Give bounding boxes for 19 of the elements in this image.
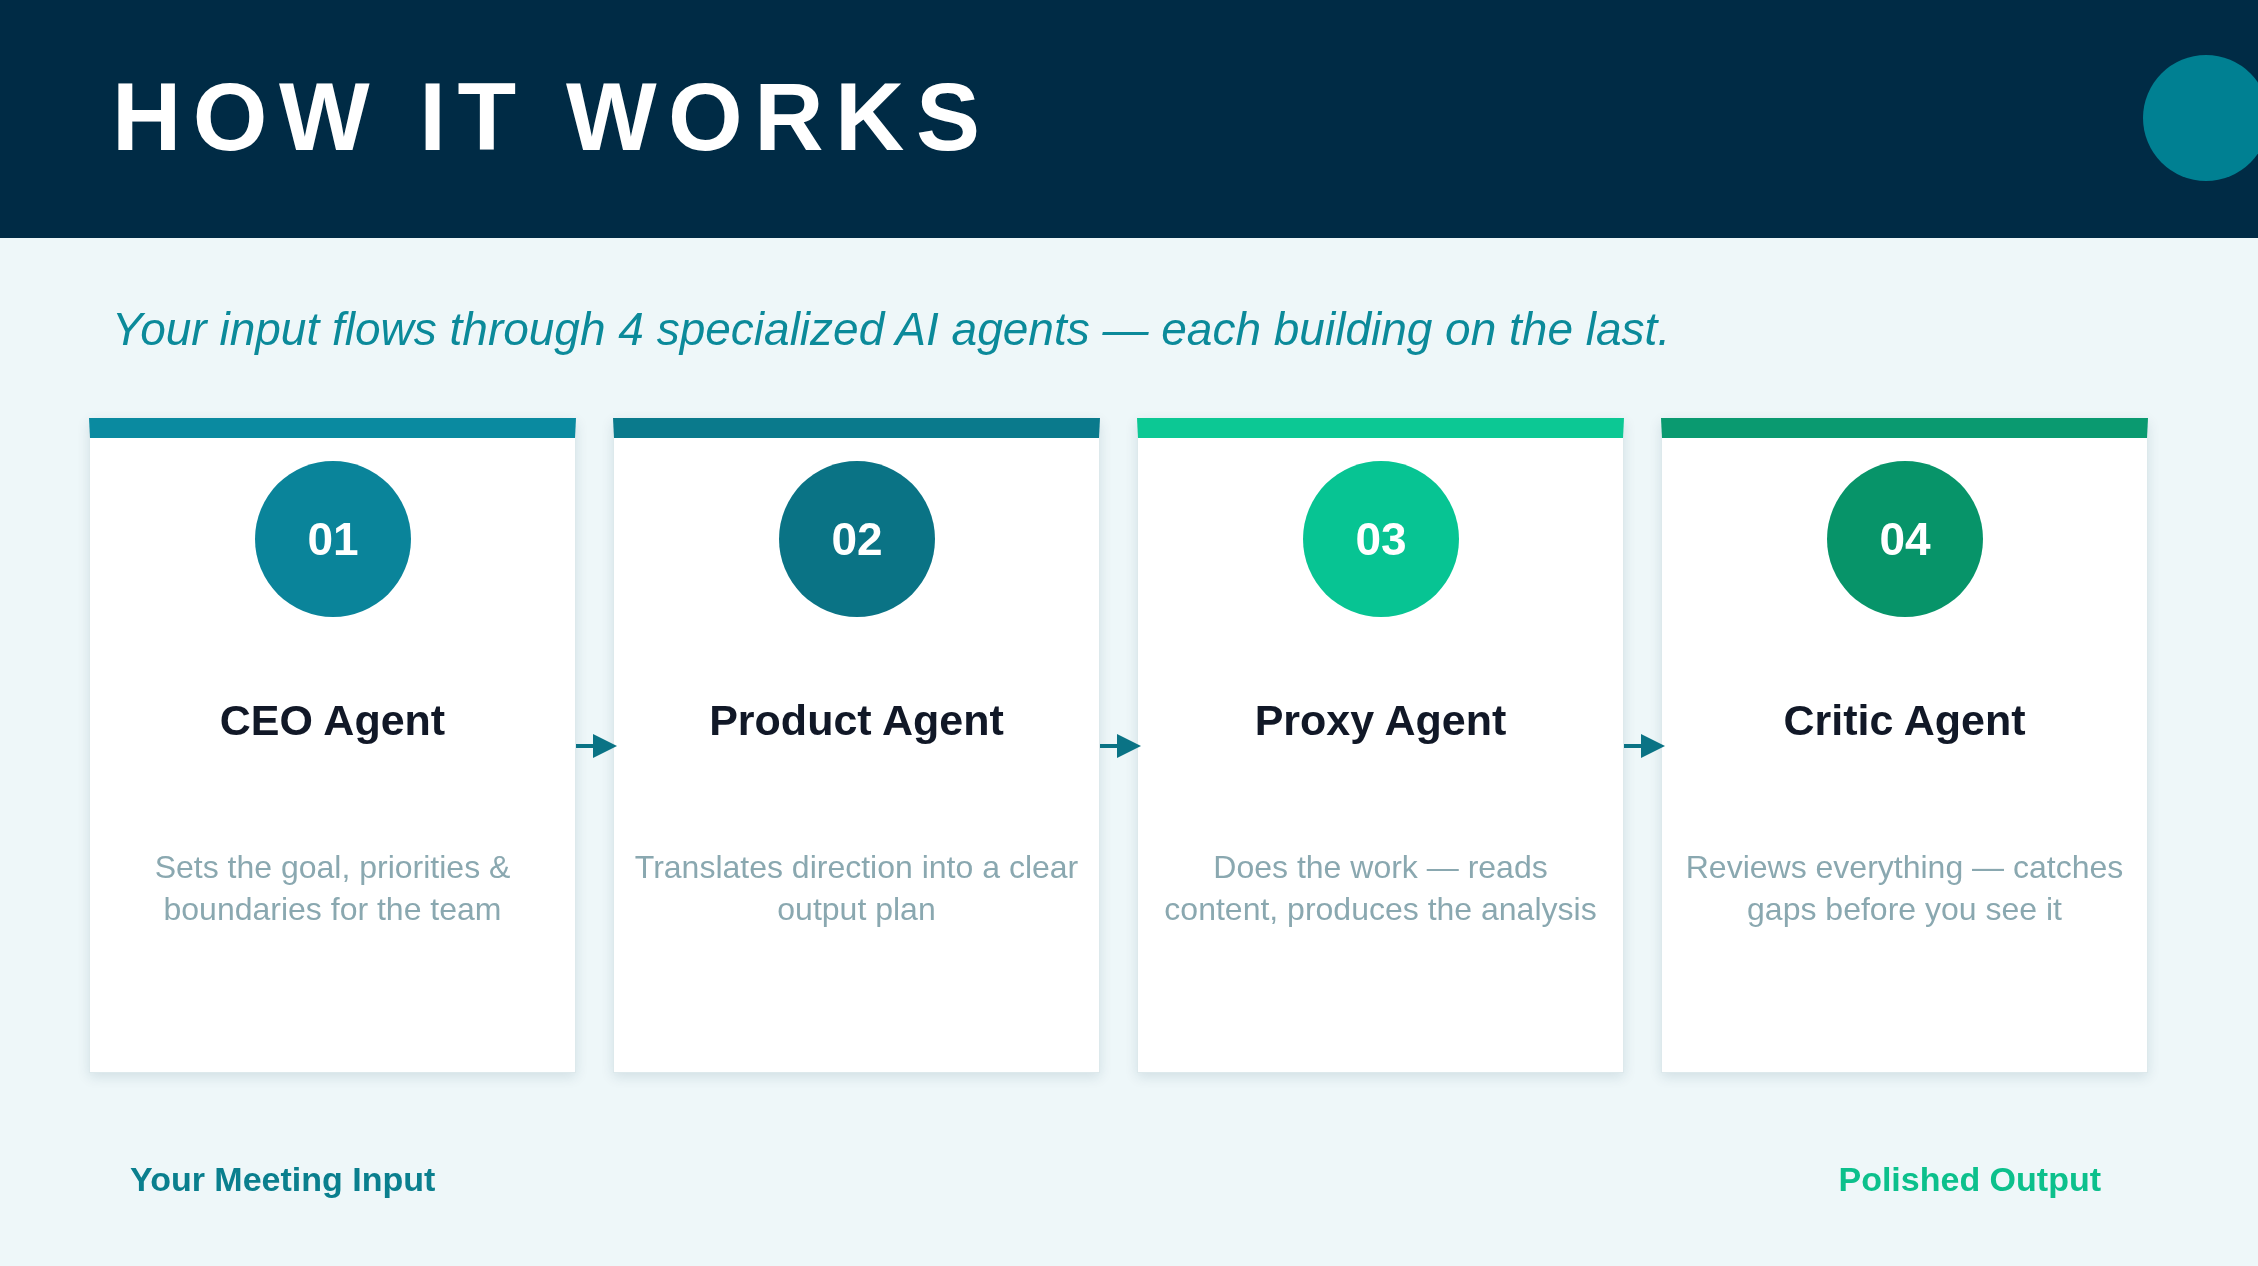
output-label: Polished Output bbox=[1838, 1159, 2101, 1200]
agent-card bbox=[613, 418, 1100, 1073]
agent-card bbox=[1661, 418, 2148, 1073]
agent-description: Translates direction into a clear output plan bbox=[634, 848, 1079, 929]
agent-name: Critic Agent bbox=[1782, 695, 2027, 746]
agent-description: Does the work — reads content, produces the analysis bbox=[1163, 848, 1598, 929]
agent-description: Reviews everything — catches gaps before you see it bbox=[1684, 848, 2125, 929]
arrow bbox=[1100, 734, 1141, 758]
agent-card bbox=[1137, 418, 1624, 1073]
agent-name: Proxy Agent bbox=[1253, 695, 1508, 746]
arrow bbox=[576, 734, 617, 758]
agent-card bbox=[89, 418, 576, 1073]
agent-description: Sets the goal, priorities & boundaries for the team bbox=[153, 848, 512, 929]
subtitle: Your input flows through 4 specialized AI agents — each building on the last. bbox=[112, 302, 1671, 357]
agent-name: Product Agent bbox=[708, 695, 1005, 746]
input-label: Your Meeting Input bbox=[130, 1159, 436, 1200]
title: HOW IT WORKS bbox=[112, 62, 992, 172]
agent-name: CEO Agent bbox=[218, 695, 447, 746]
arrow bbox=[1624, 734, 1665, 758]
